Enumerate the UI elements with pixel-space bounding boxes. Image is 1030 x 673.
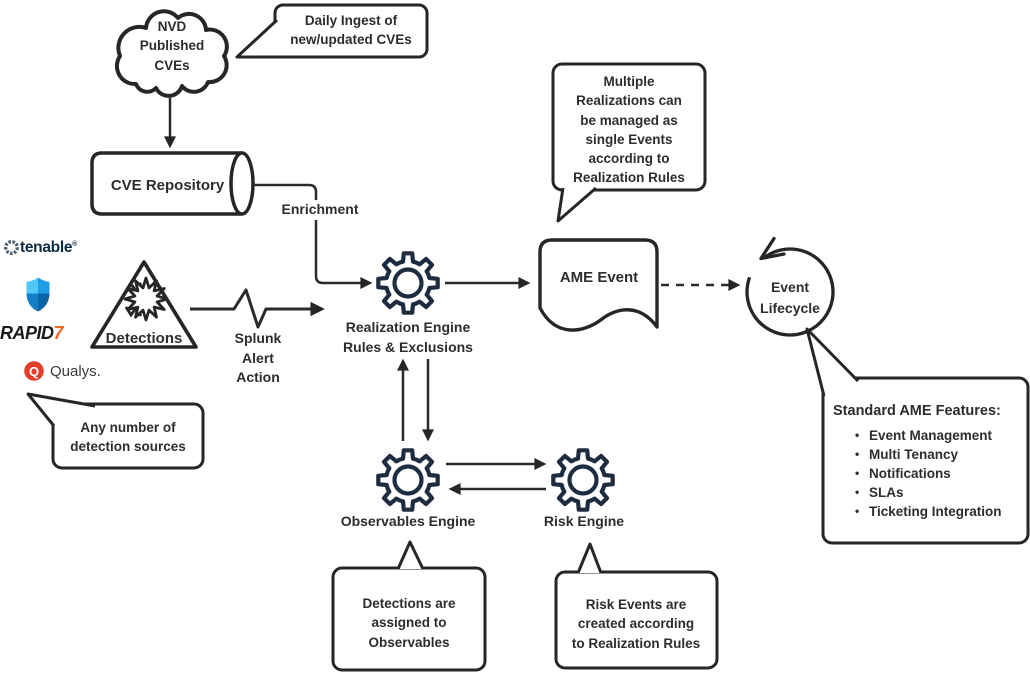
list-item: • SLAs: [833, 483, 1025, 502]
ame-event-document-shape: [538, 238, 659, 332]
detections-label: Detections: [105, 330, 183, 347]
bullet-icon: •: [855, 485, 860, 499]
risk-engine-label: Risk Engine: [543, 513, 625, 529]
splunk-alert-action-label: Splunk Alert Action: [234, 330, 282, 385]
bullet-icon: •: [855, 504, 860, 518]
nvd-cloud-label: NVD Published CVEs: [139, 19, 205, 73]
tenable-logo-icon: [3, 239, 20, 255]
qualys-q-letter: Q: [29, 364, 39, 379]
nvd-cloud-shape: [114, 9, 229, 98]
realization-engine-label: Realization Engine Rules & Exclusions: [343, 319, 473, 355]
rapid7-logo-text: RAPID: [0, 323, 54, 343]
defender-shield-icon: [26, 277, 50, 312]
multiple-realizations-bubble: [551, 62, 707, 223]
feature-event-management: Event Management: [869, 428, 993, 443]
detections-triangle-shape: [90, 260, 198, 349]
ame-event-label: AME Event: [559, 269, 639, 286]
rapid7-seven: 7: [53, 323, 64, 343]
bullet-icon: •: [855, 447, 860, 461]
observables-engine-label: Observables Engine: [340, 513, 476, 529]
arrow-splunk-pulse: [190, 288, 325, 329]
risk-events-note: Risk Events are created according to Rea…: [571, 597, 701, 651]
list-item: • Event Management: [833, 426, 1025, 445]
risk-engine-gear-icon: [553, 450, 612, 509]
enrichment-label: Enrichment: [274, 200, 366, 220]
qualys-logo-text: Qualys.: [50, 363, 101, 380]
ame-features-bubble: [805, 327, 1030, 545]
feature-ticketing-integration: Ticketing Integration: [869, 504, 1002, 519]
realization-engine-gear-icon: [378, 253, 437, 312]
observables-engine-gear-icon: [378, 450, 437, 509]
cycle-arrowhead: [759, 236, 786, 261]
rapid7-logo: RAPID7: [0, 323, 64, 344]
cve-repository-shape: [90, 151, 255, 216]
detections-assigned-note: Detections are assigned to Observables: [362, 596, 456, 650]
starburst-icon: [123, 276, 169, 322]
feature-slas: SLAs: [869, 485, 904, 500]
risk-events-bubble: [554, 542, 719, 670]
arrow-enrichment: [253, 183, 373, 290]
ame-features-list: Standard AME Features: • Event Management…: [833, 403, 1025, 521]
tenable-logo: tenable®: [20, 239, 77, 257]
feature-multi-tenancy: Multi Tenancy: [869, 447, 959, 462]
daily-ingest-bubble: [235, 3, 429, 59]
detections-assigned-bubble: [331, 540, 487, 672]
cve-repository-label: CVE Repository: [110, 177, 225, 194]
qualys-logo-icon: Q: [24, 361, 44, 381]
multiple-realizations-note: Multiple Realizations can be managed as …: [573, 74, 685, 186]
event-lifecycle-label: Event Lifecycle: [760, 279, 820, 316]
daily-ingest-note: Daily Ingest of new/updated CVEs: [290, 13, 412, 48]
any-sources-note: Any number of detection sources: [70, 420, 186, 455]
bullet-icon: •: [855, 466, 860, 480]
tenable-registered-mark: ®: [72, 240, 78, 248]
event-lifecycle-cycle-shape: [745, 236, 835, 337]
list-item: • Multi Tenancy: [833, 445, 1025, 464]
feature-notifications: Notifications: [869, 466, 951, 481]
bullet-icon: •: [855, 428, 860, 442]
list-item: • Ticketing Integration: [833, 502, 1025, 521]
list-item: • Notifications: [833, 464, 1025, 483]
tenable-logo-text: tenable: [20, 239, 73, 256]
ame-features-title: Standard AME Features:: [833, 403, 1001, 419]
any-sources-bubble: [26, 392, 205, 470]
